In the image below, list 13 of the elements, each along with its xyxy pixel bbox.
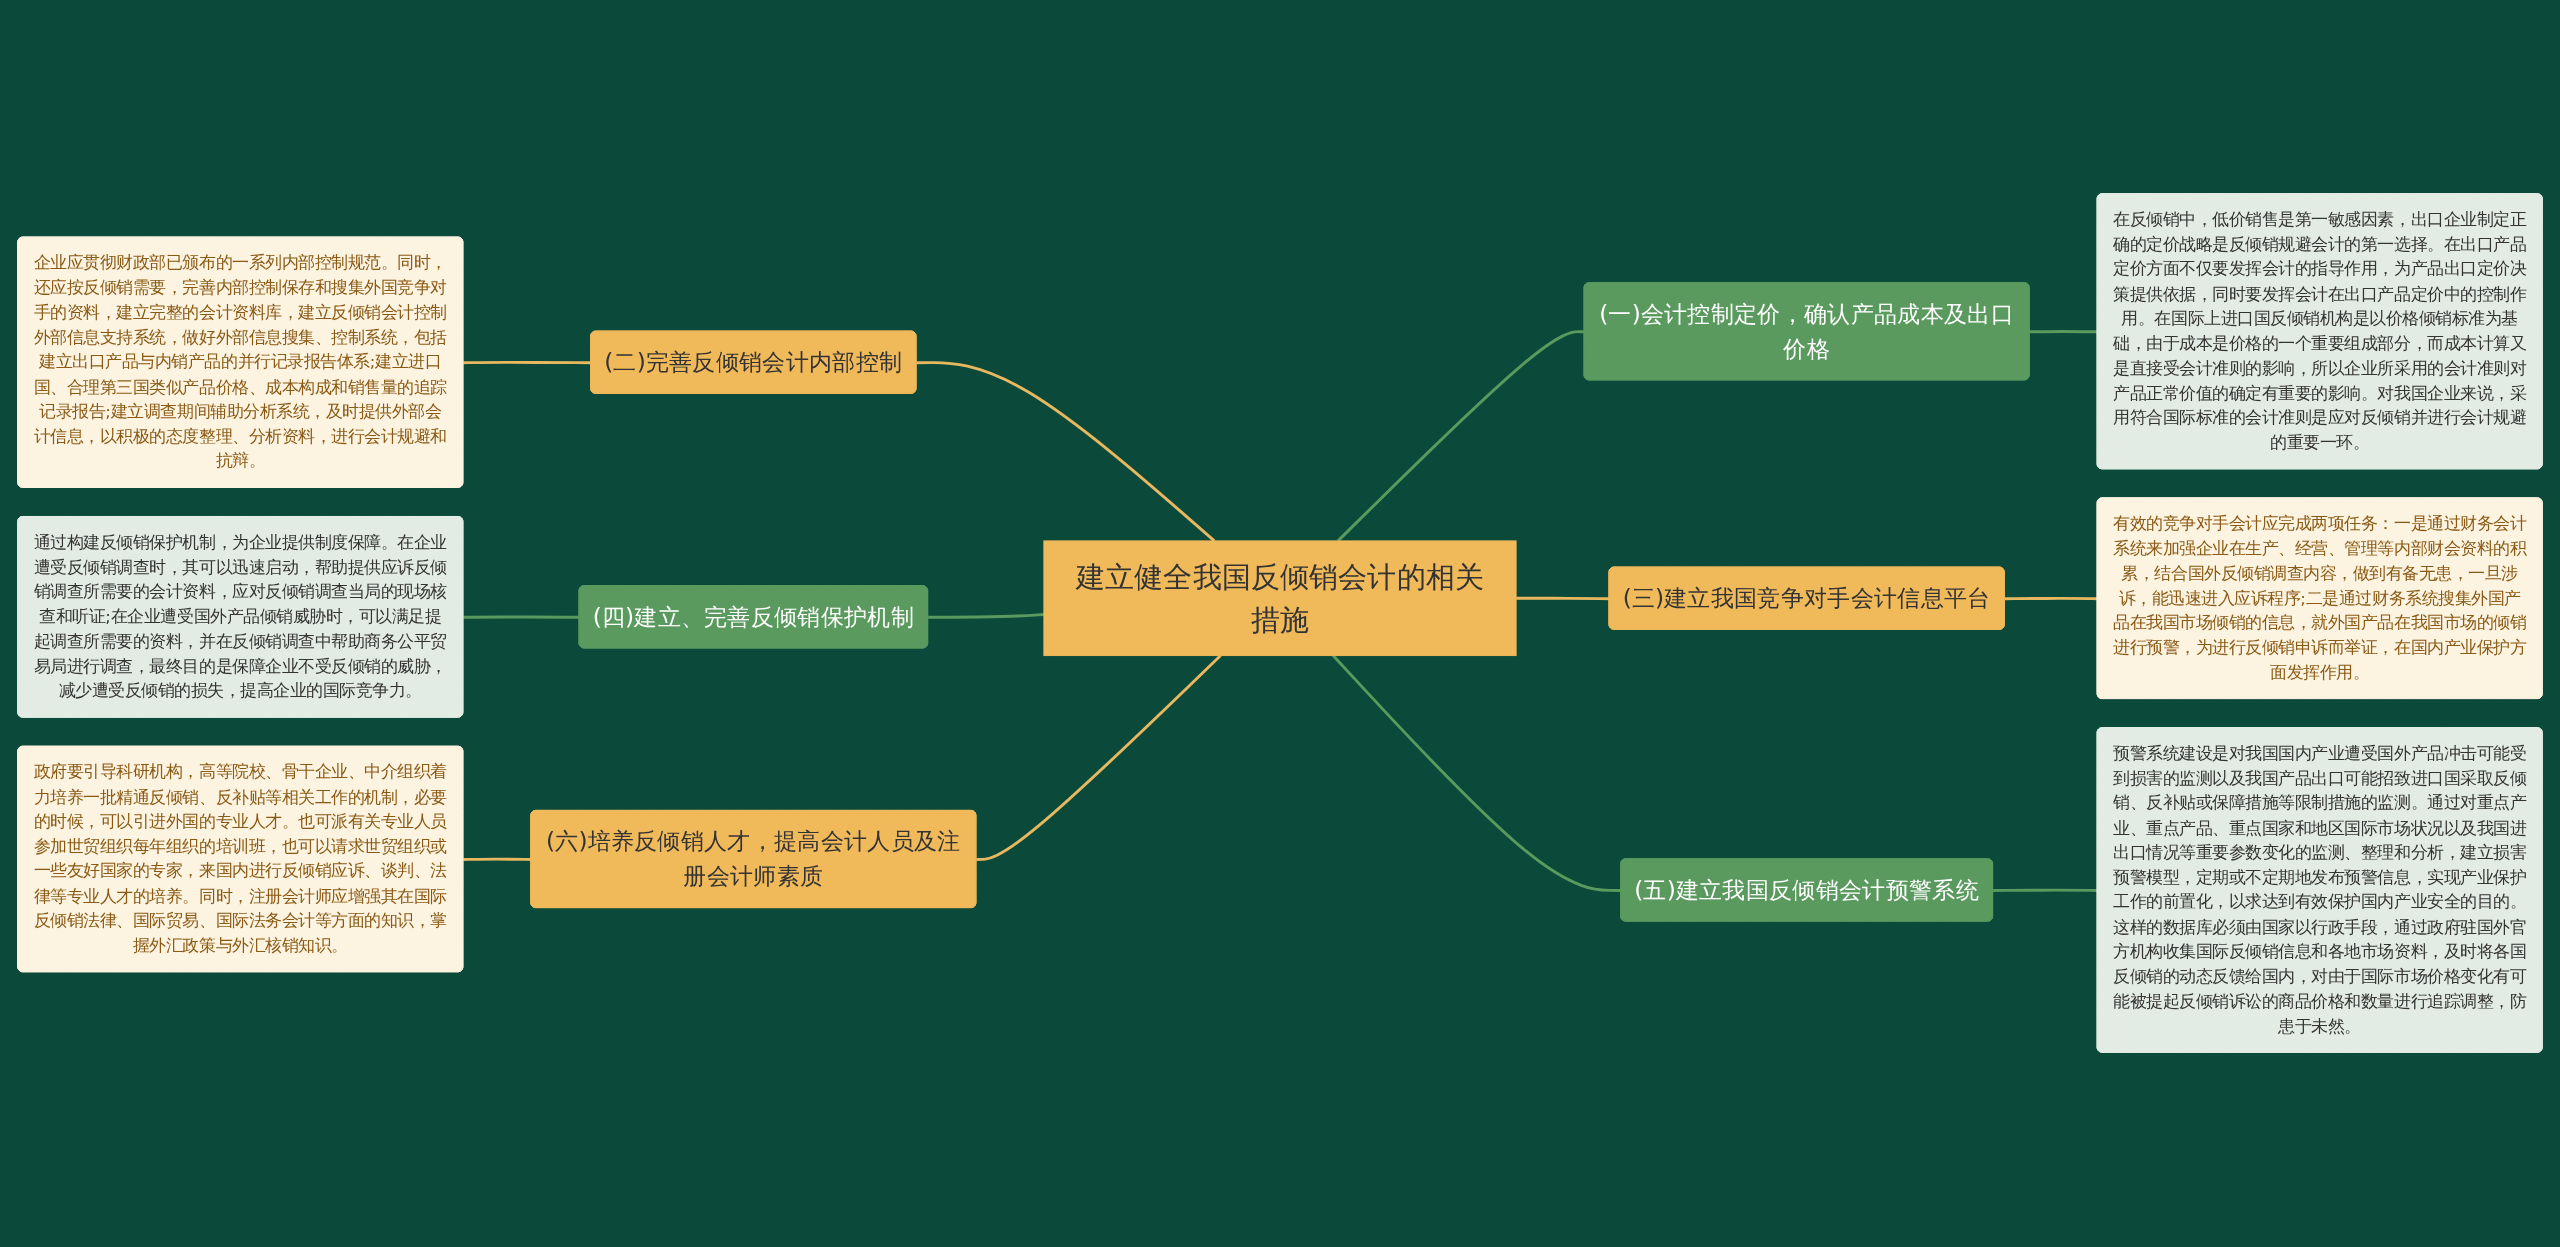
connector — [976, 655, 1222, 862]
connector — [463, 361, 592, 365]
node-box — [1043, 540, 1517, 657]
connector — [928, 613, 1044, 620]
connector — [2029, 330, 2098, 334]
connector — [1993, 889, 2098, 893]
connector — [463, 858, 532, 862]
connector — [1516, 597, 1610, 601]
connector — [2004, 597, 2098, 601]
connector — [916, 361, 1216, 543]
connector — [463, 616, 580, 620]
connector — [1336, 330, 1585, 543]
connector — [1332, 655, 1622, 893]
